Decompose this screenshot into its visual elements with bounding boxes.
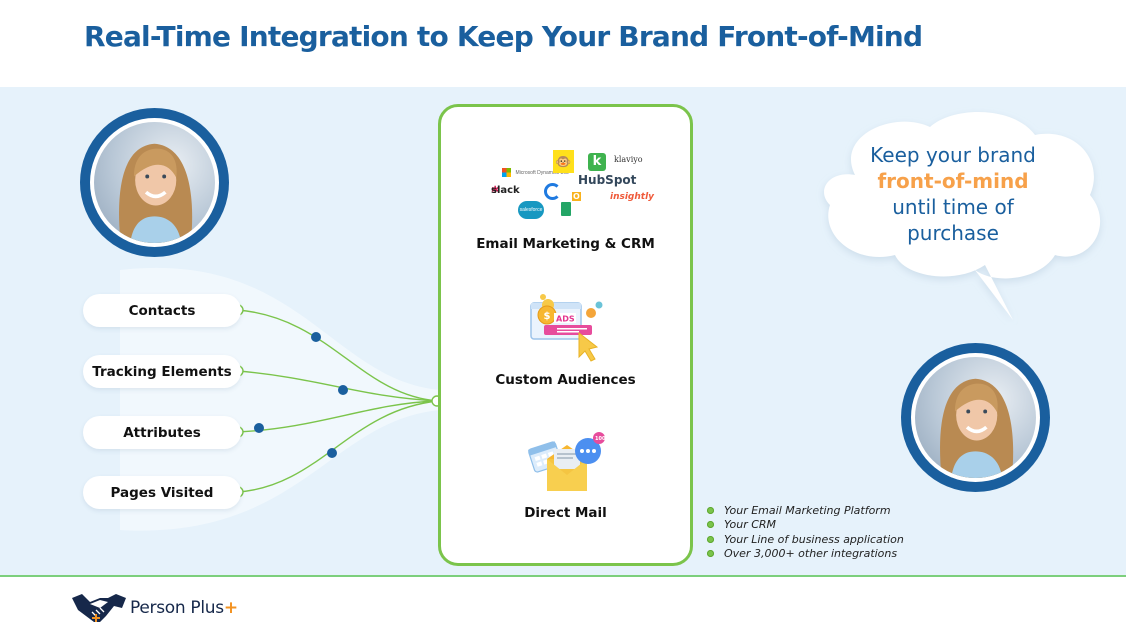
- list-item: Your Email Marketing Platform: [707, 503, 904, 518]
- funnel-backdrop: [120, 267, 440, 531]
- footer-divider: [0, 575, 1126, 577]
- hubspot-logo: HubSpot: [578, 173, 637, 187]
- mailchimp-logo: 🐵: [553, 150, 574, 173]
- brand-name: Person Plus+: [130, 598, 238, 618]
- callout-line: Keep your brand: [870, 143, 1036, 167]
- check-bullet-icon: [707, 521, 714, 529]
- source-pill-pages-visited: Pages Visited: [83, 476, 241, 509]
- connector-line-contacts: [237, 309, 439, 402]
- list-item: Your Line of business application: [707, 532, 904, 547]
- data-packet-dot: [338, 385, 348, 395]
- integration-logos: Microsoft Dynamics 365 🐵 k klaviyo HubSp…: [486, 149, 654, 221]
- check-bullet-icon: [707, 550, 714, 558]
- avatar-top: [80, 108, 229, 257]
- data-packet-dot: [254, 423, 264, 433]
- source-label: Pages Visited: [110, 484, 214, 501]
- source-pill-contacts: Contacts: [83, 294, 241, 327]
- microsoft-dynamics-logo: Microsoft Dynamics 365: [502, 164, 569, 182]
- callout-line: purchase: [907, 221, 999, 245]
- data-packet-dot: [311, 332, 321, 342]
- channel-label-direct-mail: Direct Mail: [524, 505, 607, 521]
- source-label: Tracking Elements: [92, 363, 232, 380]
- klaviyo-logo: klaviyo: [614, 155, 643, 164]
- svg-text:$: $: [544, 311, 551, 322]
- handshake-icon: [72, 594, 126, 622]
- salesforce-logo: salesforce: [518, 201, 544, 219]
- callout-text: Keep your brand front-of-mind until time…: [828, 142, 1078, 246]
- list-item: Over 3,000+ other integrations: [707, 547, 904, 562]
- brand-logo: Person Plus+: [70, 592, 238, 624]
- page-title: Real-Time Integration to Keep Your Brand…: [84, 20, 923, 53]
- k-app-logo: k: [588, 153, 606, 171]
- ads-cursor-icon: $ ADS: [530, 294, 603, 362]
- speech-cloud: [824, 112, 1101, 320]
- check-bullet-icon: [707, 535, 714, 543]
- source-label: Contacts: [128, 302, 196, 319]
- svg-text:100: 100: [595, 436, 606, 442]
- source-label: Attributes: [123, 424, 201, 441]
- source-pill-attributes: Attributes: [83, 416, 241, 449]
- connector-line-attributes: [237, 400, 439, 433]
- source-pill-tracking-elements: Tracking Elements: [83, 355, 241, 388]
- connector-line-pages: [237, 400, 439, 493]
- integrations-list: Your Email Marketing Platform Your CRM Y…: [707, 503, 904, 561]
- channel-label-custom-audiences: Custom Audiences: [495, 372, 636, 388]
- svg-text:ADS: ADS: [556, 315, 575, 324]
- check-bullet-icon: [707, 506, 714, 514]
- person-portrait-icon: [940, 378, 1014, 478]
- channel-label-email-crm: Email Marketing & CRM: [476, 236, 655, 252]
- avatar-bottom: [901, 343, 1050, 492]
- google-sheets-logo: [561, 202, 571, 216]
- list-item: Your CRM: [707, 518, 904, 533]
- envelope-calendar-chat-icon: 100: [527, 432, 606, 491]
- callout-line: until time of: [892, 195, 1014, 219]
- data-packet-dot: [327, 448, 337, 458]
- constant-contact-logo: [544, 183, 561, 200]
- person-portrait-icon: [119, 143, 193, 243]
- callout-highlight: front-of-mind: [877, 169, 1029, 193]
- channels-card: Microsoft Dynamics 365 🐵 k klaviyo HubSp…: [438, 104, 693, 566]
- insightly-logo: insightly: [610, 192, 655, 202]
